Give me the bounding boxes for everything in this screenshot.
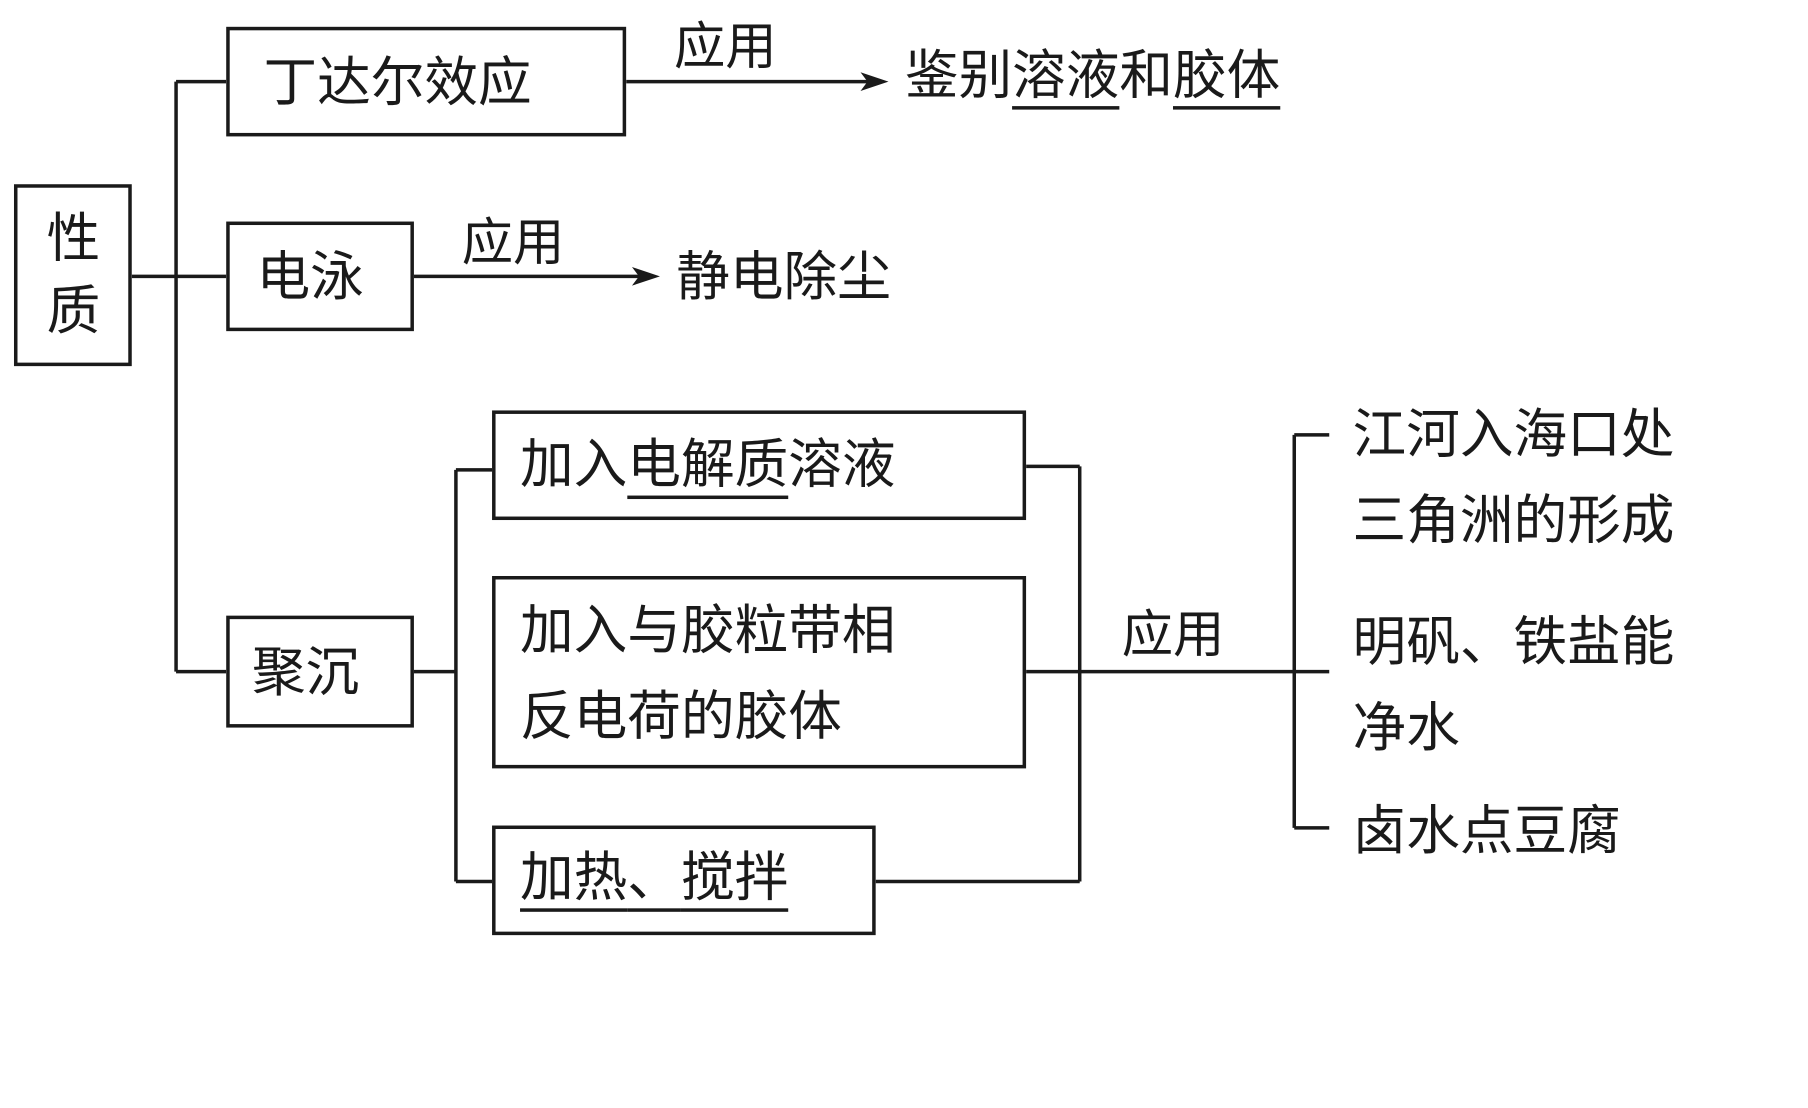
method-electrolyte-key: 电解质: [627, 432, 789, 500]
method-electrolyte-suffix: 溶液: [788, 432, 896, 496]
electrophoresis-arrowhead: [631, 267, 660, 286]
tyndall-label: 丁达尔效应: [263, 50, 532, 114]
coagulation-box: [226, 615, 414, 728]
method-heat: 加热: [520, 845, 628, 912]
tyndall-apply-label: 应用: [673, 17, 777, 77]
tyndall-result-solution: 溶液: [1012, 43, 1120, 110]
tyndall-result-colloid: 胶体: [1172, 43, 1280, 110]
example-tofu: 卤水点豆腐: [1352, 798, 1621, 862]
method-opposite-charge-box: [492, 576, 1027, 769]
method-heat-stir-sep: 、: [627, 845, 681, 912]
tyndall-arrowhead: [860, 72, 889, 91]
example-alum-line2: 净水: [1352, 696, 1460, 760]
method-electrolyte-prefix: 加入: [520, 432, 628, 496]
root-char-1: 性: [46, 206, 101, 270]
method-opposite-charge-line1: 加入与胶粒带相: [520, 598, 896, 662]
tyndall-result-and: 和: [1119, 43, 1173, 107]
root-box: [13, 184, 132, 367]
coagulation-apply-label: 应用: [1121, 605, 1225, 665]
electrophoresis-box: [226, 221, 414, 332]
method-electrolyte-box: [492, 410, 1027, 521]
example-delta-line2: 三角洲的形成: [1352, 488, 1675, 552]
coagulation-label: 聚沉: [251, 640, 360, 704]
method-electrolyte-text: 加入电解质溶液: [520, 431, 896, 500]
method-heat-stir-text: 加热、搅拌: [520, 844, 789, 912]
tyndall-box: [226, 26, 627, 137]
electrophoresis-apply-label: 应用: [461, 213, 565, 273]
tyndall-result: 鉴别溶液和胶体: [904, 42, 1280, 110]
example-alum-line1: 明矾、铁盐能: [1352, 609, 1675, 673]
method-heat-stir-box: [492, 825, 876, 936]
connector-lines: [131, 72, 1330, 884]
tyndall-result-prefix: 鉴别: [904, 43, 1013, 107]
example-delta-line1: 江河入海口处: [1352, 402, 1675, 466]
electrophoresis-label: 电泳: [256, 244, 364, 308]
root-char-2: 质: [46, 278, 101, 342]
method-stir: 搅拌: [680, 845, 789, 912]
method-opposite-charge-line2: 反电荷的胶体: [520, 684, 842, 748]
electrophoresis-result: 静电除尘: [676, 244, 891, 308]
